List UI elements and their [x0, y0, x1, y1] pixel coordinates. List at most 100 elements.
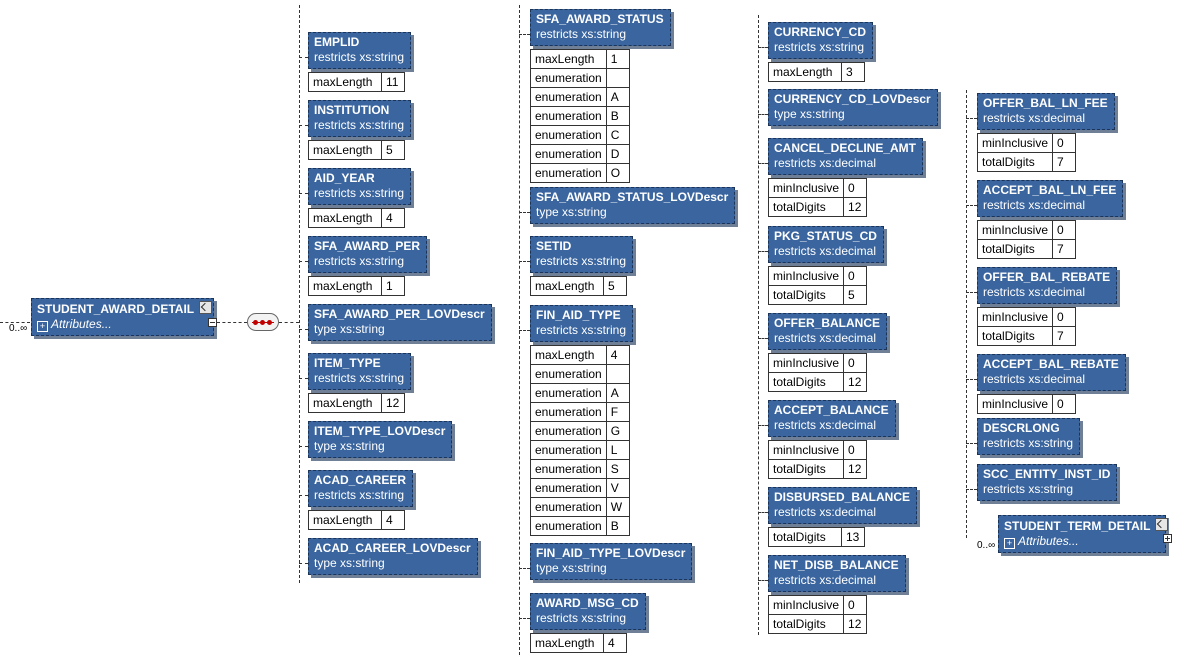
element-name: ACCEPT_BAL_LN_FEE [983, 183, 1117, 197]
element-name: ITEM_TYPE_LOVDescr [314, 424, 446, 438]
facet-name: enumeration [530, 478, 607, 498]
element-connector [299, 261, 308, 262]
facet-value: A [605, 383, 630, 403]
facet-value: 1 [381, 276, 405, 296]
expand-icon[interactable] [199, 301, 213, 314]
element-connector [299, 495, 308, 496]
bus-line-3 [758, 15, 759, 635]
element-connector [519, 568, 530, 569]
child-attributes-label: Attributes... [1018, 534, 1079, 548]
facet-value: 5 [843, 285, 868, 305]
bus-line-4 [966, 90, 967, 538]
facet-value: 0 [843, 266, 868, 286]
facet-value: 0 [1052, 220, 1077, 240]
facet-row: enumeration [530, 364, 630, 384]
facet-value: 7 [1052, 239, 1077, 259]
facet-name: maxLength [530, 276, 604, 296]
facet-name: totalDigits [767, 285, 845, 305]
element-connector [758, 338, 768, 339]
element-connector [758, 114, 768, 115]
element-name: INSTITUTION [314, 103, 390, 117]
facet-value: 7 [1052, 326, 1077, 346]
element-name: ACAD_CAREER [314, 473, 407, 487]
collapse-icon[interactable] [208, 318, 217, 327]
element-type: restricts xs:string [314, 118, 405, 132]
element-type: restricts xs:string [314, 371, 405, 385]
facet-name: enumeration [530, 497, 607, 517]
root-attributes-label[interactable]: Attributes... [51, 317, 112, 331]
facet-name: maxLength [308, 72, 382, 92]
element-type: restricts xs:string [774, 40, 865, 54]
root-element-box[interactable]: STUDENT_AWARD_DETAIL +Attributes... [31, 298, 214, 336]
child-element-box[interactable]: STUDENT_TERM_DETAIL +Attributes... [998, 515, 1169, 553]
facet-value: 4 [381, 510, 405, 530]
facet-name: minInclusive [767, 178, 845, 198]
facet-value: 13 [841, 527, 865, 547]
root-element-name: STUDENT_AWARD_DETAIL [37, 302, 195, 316]
sequence-compositor-icon[interactable] [247, 313, 279, 331]
element-name: CANCEL_DECLINE_AMT [774, 141, 917, 155]
facet-name: totalDigits [976, 326, 1054, 346]
expand-child-icon[interactable] [1163, 534, 1172, 543]
element-name: PKG_STATUS_CD [774, 229, 877, 243]
element-type: restricts xs:string [536, 323, 627, 337]
element-type: restricts xs:decimal [774, 573, 877, 587]
facet-value: A [605, 87, 630, 107]
facet-value: F [605, 402, 630, 422]
attributes-expand-icon[interactable]: + [37, 321, 48, 332]
facet-name: maxLength [530, 345, 607, 365]
facet-name: enumeration [530, 106, 607, 126]
element-connector [758, 580, 768, 581]
element-name: CURRENCY_CD_LOVDescr [774, 92, 931, 106]
child-element-name: STUDENT_TERM_DETAIL [1004, 519, 1151, 533]
expand-icon[interactable] [1155, 518, 1169, 531]
facet-name: totalDigits [976, 152, 1054, 172]
attributes-expand-icon[interactable]: + [1004, 538, 1015, 549]
